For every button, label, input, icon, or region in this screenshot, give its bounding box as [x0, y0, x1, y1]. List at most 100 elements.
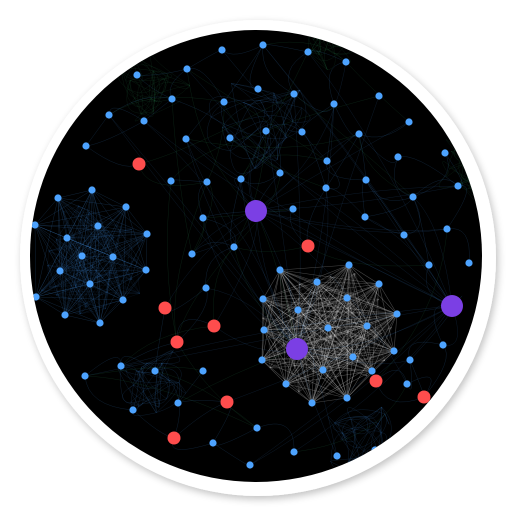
graph-node-red[interactable]	[167, 431, 181, 445]
graph-node-red[interactable]	[158, 301, 172, 315]
graph-node-red[interactable]	[207, 319, 221, 333]
graph-node[interactable]	[343, 394, 351, 402]
graph-node[interactable]	[122, 203, 130, 211]
graph-node-red[interactable]	[301, 239, 315, 253]
graph-node[interactable]	[368, 367, 376, 375]
graph-node[interactable]	[394, 153, 402, 161]
graph-node[interactable]	[259, 295, 267, 303]
graph-node[interactable]	[298, 128, 306, 136]
graph-node[interactable]	[168, 95, 176, 103]
graph-node[interactable]	[465, 259, 473, 267]
graph-node[interactable]	[439, 341, 447, 349]
graph-node[interactable]	[142, 266, 150, 274]
graph-node[interactable]	[129, 406, 137, 414]
graph-node[interactable]	[119, 296, 127, 304]
graph-node[interactable]	[259, 41, 267, 49]
graph-node[interactable]	[199, 367, 207, 375]
graph-node[interactable]	[56, 267, 64, 275]
graph-node[interactable]	[441, 149, 449, 157]
graph-node[interactable]	[167, 177, 175, 185]
graph-node[interactable]	[203, 178, 211, 186]
graph-node[interactable]	[237, 175, 245, 183]
graph-node[interactable]	[349, 353, 357, 361]
graph-node[interactable]	[324, 324, 332, 332]
graph-node[interactable]	[362, 176, 370, 184]
graph-node[interactable]	[94, 222, 102, 230]
graph-node-red[interactable]	[220, 395, 234, 409]
graph-node[interactable]	[218, 46, 226, 54]
graph-node[interactable]	[230, 243, 238, 251]
graph-node[interactable]	[182, 135, 190, 143]
graph-node[interactable]	[188, 250, 196, 258]
graph-node[interactable]	[31, 221, 39, 229]
graph-node[interactable]	[345, 261, 353, 269]
graph-node[interactable]	[375, 92, 383, 100]
graph-node[interactable]	[117, 362, 125, 370]
graph-hub-node[interactable]	[286, 338, 308, 360]
graph-node[interactable]	[405, 118, 413, 126]
graph-node[interactable]	[322, 184, 330, 192]
graph-node[interactable]	[109, 253, 117, 261]
graph-node[interactable]	[363, 322, 371, 330]
graph-node[interactable]	[290, 448, 298, 456]
graph-node[interactable]	[443, 225, 451, 233]
graph-hub-node[interactable]	[441, 295, 463, 317]
graph-node[interactable]	[226, 134, 234, 142]
graph-node[interactable]	[276, 169, 284, 177]
graph-node[interactable]	[406, 356, 414, 364]
graph-node[interactable]	[220, 98, 228, 106]
graph-node[interactable]	[254, 85, 262, 93]
graph-node[interactable]	[375, 280, 383, 288]
graph-node-red[interactable]	[369, 374, 383, 388]
graph-node[interactable]	[319, 366, 327, 374]
graph-node[interactable]	[308, 399, 316, 407]
graph-node[interactable]	[282, 380, 290, 388]
graph-node[interactable]	[330, 100, 338, 108]
graph-node[interactable]	[355, 130, 363, 138]
graph-node[interactable]	[88, 186, 96, 194]
graph-node[interactable]	[361, 213, 369, 221]
graph-node[interactable]	[140, 117, 148, 125]
graph-node[interactable]	[32, 293, 40, 301]
graph-node[interactable]	[246, 461, 254, 469]
graph-node[interactable]	[174, 399, 182, 407]
graph-node[interactable]	[183, 65, 191, 73]
graph-node[interactable]	[294, 306, 302, 314]
graph-node-red[interactable]	[170, 335, 184, 349]
graph-node[interactable]	[133, 71, 141, 79]
graph-node[interactable]	[454, 182, 462, 190]
graph-node[interactable]	[262, 127, 270, 135]
graph-node[interactable]	[63, 234, 71, 242]
graph-node[interactable]	[323, 157, 331, 165]
graph-node[interactable]	[151, 367, 159, 375]
graph-node[interactable]	[260, 326, 268, 334]
graph-node[interactable]	[54, 194, 62, 202]
graph-node[interactable]	[425, 261, 433, 269]
graph-node[interactable]	[96, 319, 104, 327]
graph-node-red[interactable]	[132, 157, 146, 171]
graph-node[interactable]	[86, 280, 94, 288]
graph-node[interactable]	[343, 294, 351, 302]
graph-node[interactable]	[82, 142, 90, 150]
graph-node[interactable]	[289, 205, 297, 213]
graph-node[interactable]	[290, 90, 298, 98]
graph-node[interactable]	[393, 310, 401, 318]
graph-node[interactable]	[105, 111, 113, 119]
graph-node[interactable]	[253, 424, 261, 432]
graph-node[interactable]	[333, 452, 341, 460]
graph-node[interactable]	[390, 347, 398, 355]
graph-node[interactable]	[143, 230, 151, 238]
graph-node[interactable]	[342, 58, 350, 66]
graph-node[interactable]	[199, 214, 207, 222]
graph-node[interactable]	[403, 380, 411, 388]
graph-node[interactable]	[304, 48, 312, 56]
graph-hub-node[interactable]	[245, 200, 267, 222]
graph-node[interactable]	[258, 356, 266, 364]
graph-node[interactable]	[61, 311, 69, 319]
graph-node-red[interactable]	[417, 390, 431, 404]
graph-node[interactable]	[313, 278, 321, 286]
graph-node[interactable]	[276, 266, 284, 274]
graph-node[interactable]	[409, 193, 417, 201]
graph-node[interactable]	[202, 284, 210, 292]
